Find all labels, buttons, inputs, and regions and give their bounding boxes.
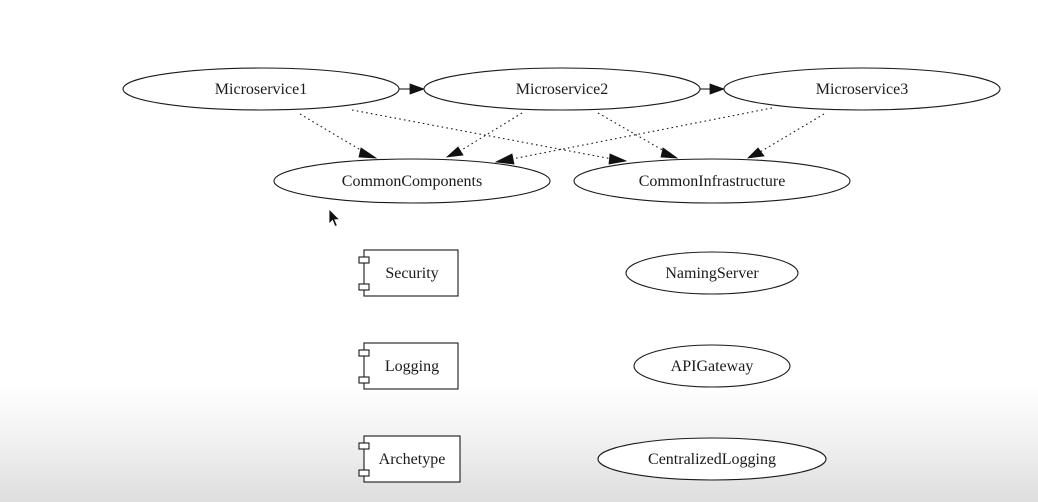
logging-component-port-top: [358, 349, 370, 357]
edge-ms2-to-common-infrastructure-arrowhead: [660, 147, 679, 159]
archetype-component-port-bottom: [358, 469, 370, 477]
security-component-port-bottom: [358, 283, 370, 291]
centralized-logging-node-shape: [597, 437, 827, 481]
microservice-node-2-label: Microservice2: [516, 81, 608, 98]
common-components-node[interactable]: CommonComponents: [273, 158, 551, 204]
microservice-node-1-shape: [122, 67, 400, 111]
logging-component-label: Logging: [385, 358, 439, 375]
security-component-box: [363, 249, 459, 297]
microservice-node-1-label: Microservice1: [215, 81, 307, 98]
naming-server-node-label: NamingServer: [665, 265, 759, 282]
archetype-component-node[interactable]: Archetype: [358, 435, 461, 483]
archetype-component-port-top: [358, 442, 370, 450]
common-components-node-shape: [273, 158, 551, 204]
edge-ms2-to-common-infrastructure: [597, 112, 679, 159]
archetype-component-box: [363, 435, 461, 483]
edge-ms2-to-common-components: [445, 112, 523, 158]
archetype-component-label: Archetype: [379, 451, 446, 468]
centralized-logging-node[interactable]: CentralizedLogging: [597, 437, 827, 481]
security-component-port-top: [358, 256, 370, 264]
edge-ms1-to-ms2: [398, 83, 426, 95]
common-components-node-label: CommonComponents: [342, 173, 482, 190]
edge-ms1-to-common-components: [299, 113, 378, 159]
microservice-node-3-label: Microservice3: [816, 81, 908, 98]
edge-ms1-to-common-infrastructure-arrowhead: [608, 153, 628, 165]
microservice-node-3-shape: [723, 67, 1001, 111]
centralized-logging-node-label: CentralizedLogging: [648, 451, 776, 468]
api-gateway-node-label: APIGateway: [671, 358, 754, 375]
microservice-node-1[interactable]: Microservice1: [122, 67, 400, 111]
edge-ms3-to-common-infrastructure: [746, 113, 825, 159]
edge-ms3-to-common-infrastructure-arrowhead: [746, 147, 765, 159]
common-infrastructure-node[interactable]: CommonInfrastructure: [573, 158, 851, 204]
edge-ms3-to-common-components-arrowhead: [494, 153, 515, 165]
api-gateway-node-shape: [633, 344, 791, 388]
microservice-node-2-shape: [423, 67, 701, 111]
edge-ms1-to-common-infrastructure: [351, 109, 628, 165]
naming-server-node-shape: [625, 251, 799, 295]
security-component-node[interactable]: Security: [358, 249, 459, 297]
common-infrastructure-node-shape: [573, 158, 851, 204]
edge-ms2-to-ms3: [700, 83, 726, 95]
edge-ms2-to-common-components-arrowhead: [445, 146, 464, 158]
logging-component-box: [363, 342, 459, 390]
naming-server-node[interactable]: NamingServer: [625, 251, 799, 295]
common-infrastructure-node-label: CommonInfrastructure: [639, 173, 786, 190]
logging-component-node[interactable]: Logging: [358, 342, 459, 390]
edge-ms1-to-ms2-arrowhead: [409, 83, 426, 95]
logging-component-port-bottom: [358, 376, 370, 384]
microservice-node-2[interactable]: Microservice2: [423, 67, 701, 111]
edge-ms3-to-common-components: [494, 107, 773, 165]
edge-ms1-to-common-components-arrowhead: [358, 147, 378, 159]
edges-layer: [299, 83, 825, 165]
api-gateway-node[interactable]: APIGateway: [633, 344, 791, 388]
microservice-node-3[interactable]: Microservice3: [723, 67, 1001, 111]
security-component-label: Security: [385, 265, 438, 282]
edge-ms2-to-ms3-arrowhead: [709, 83, 726, 95]
mouse-cursor-icon: [328, 208, 341, 228]
